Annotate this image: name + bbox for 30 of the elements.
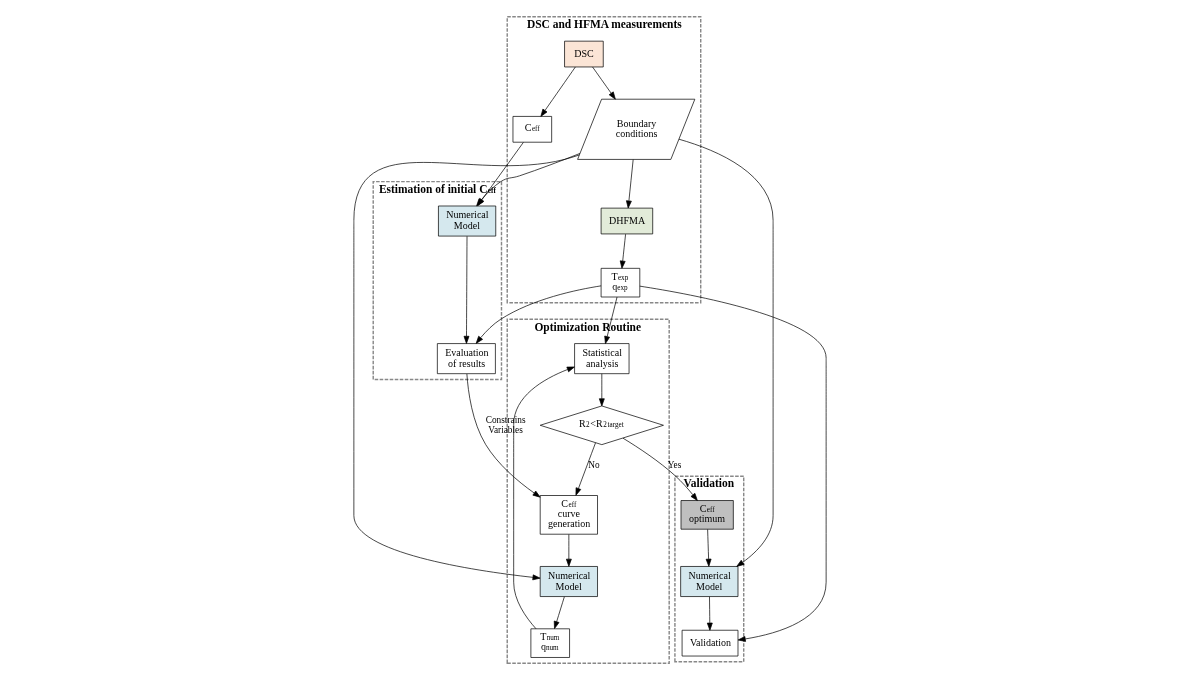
arrow bbox=[553, 596, 565, 629]
node-box: Numerical Model bbox=[438, 205, 497, 237]
node-box: Validation bbox=[681, 629, 739, 657]
arrow bbox=[513, 366, 575, 630]
arrow bbox=[592, 66, 616, 100]
arrow bbox=[475, 285, 602, 344]
node-box: Numerical Model bbox=[680, 566, 739, 597]
node-box: Statistical analysis bbox=[574, 343, 630, 375]
arrow bbox=[706, 596, 713, 631]
arrow bbox=[619, 233, 626, 269]
arrow bbox=[353, 154, 580, 581]
edge-label: Yes bbox=[667, 459, 682, 470]
node-box: DHFMA bbox=[600, 207, 654, 235]
node-box: DSC bbox=[564, 40, 604, 68]
arrow bbox=[566, 534, 572, 567]
arrow bbox=[540, 66, 576, 117]
arrow bbox=[463, 235, 470, 344]
arrow bbox=[622, 437, 698, 501]
edge-label: Constrains Variables bbox=[485, 414, 526, 435]
arrow bbox=[639, 285, 827, 642]
node-box: Numerical Model bbox=[539, 566, 598, 597]
arrow bbox=[626, 159, 634, 209]
arrow bbox=[466, 373, 541, 498]
arrow bbox=[575, 442, 596, 496]
arrow bbox=[678, 138, 774, 567]
arrow bbox=[604, 296, 618, 344]
node-box: Evaluation of results bbox=[437, 343, 496, 375]
arrow bbox=[705, 529, 712, 567]
arrow bbox=[598, 373, 605, 407]
edge-label: No bbox=[588, 459, 600, 470]
